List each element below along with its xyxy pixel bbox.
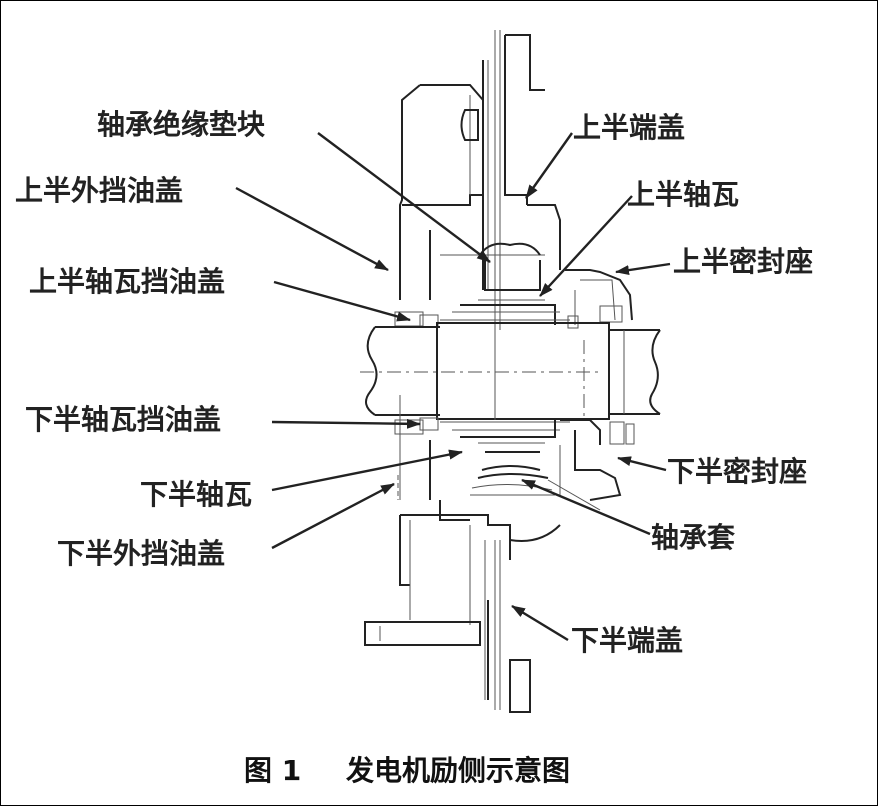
arrow-upper-bearing-shell: [539, 195, 633, 297]
label-bearing-sleeve: 轴承套: [651, 521, 736, 554]
caption-figure-number: 图 1: [244, 754, 301, 787]
label-lower-seal-seat: 下半密封座: [667, 455, 807, 488]
figure-caption: 图 1 发电机励侧示意图: [244, 754, 570, 787]
label-bearing-insulation-pad: 轴承绝缘垫块: [97, 108, 265, 141]
arrow-upper-outer-oil-cover: [235, 186, 389, 272]
arrow-upper-seal-seat: [615, 262, 671, 276]
label-lower-shell-oil-cover: 下半轴瓦挡油盖: [25, 403, 221, 436]
label-upper-seal-seat: 上半密封座: [673, 245, 813, 278]
label-upper-outer-oil-cover: 上半外挡油盖: [15, 174, 183, 207]
arrow-lower-shell-oil-cover: [271, 418, 421, 429]
arrow-upper-end-cover: [525, 132, 573, 199]
arrow-bearing-sleeve: [521, 478, 651, 536]
label-lower-outer-oil-cover: 下半外挡油盖: [57, 537, 225, 570]
arrow-lower-end-cover: [511, 604, 569, 642]
arrow-lower-outer-oil-cover: [271, 482, 395, 550]
label-upper-shell-oil-cover: 上半轴瓦挡油盖: [29, 265, 225, 298]
arrow-lower-bearing-shell: [271, 449, 463, 492]
label-upper-end-cover: 上半端盖: [573, 111, 685, 144]
leader-arrows: [235, 132, 671, 642]
mechanical-drawing: [360, 30, 661, 713]
arrow-bearing-insulation-pad: [317, 132, 491, 263]
callout-labels: 轴承绝缘垫块 上半端盖 上半外挡油盖 上半轴瓦 上半轴瓦挡油盖 上半密封座 下半…: [15, 108, 813, 657]
label-upper-bearing-shell: 上半轴瓦: [627, 178, 739, 211]
arrow-upper-shell-oil-cover: [273, 280, 411, 322]
label-lower-bearing-shell: 下半轴瓦: [140, 478, 252, 511]
caption-title: 发电机励侧示意图: [345, 754, 570, 787]
label-lower-end-cover: 下半端盖: [571, 624, 683, 657]
arrow-lower-seal-seat: [617, 456, 667, 472]
